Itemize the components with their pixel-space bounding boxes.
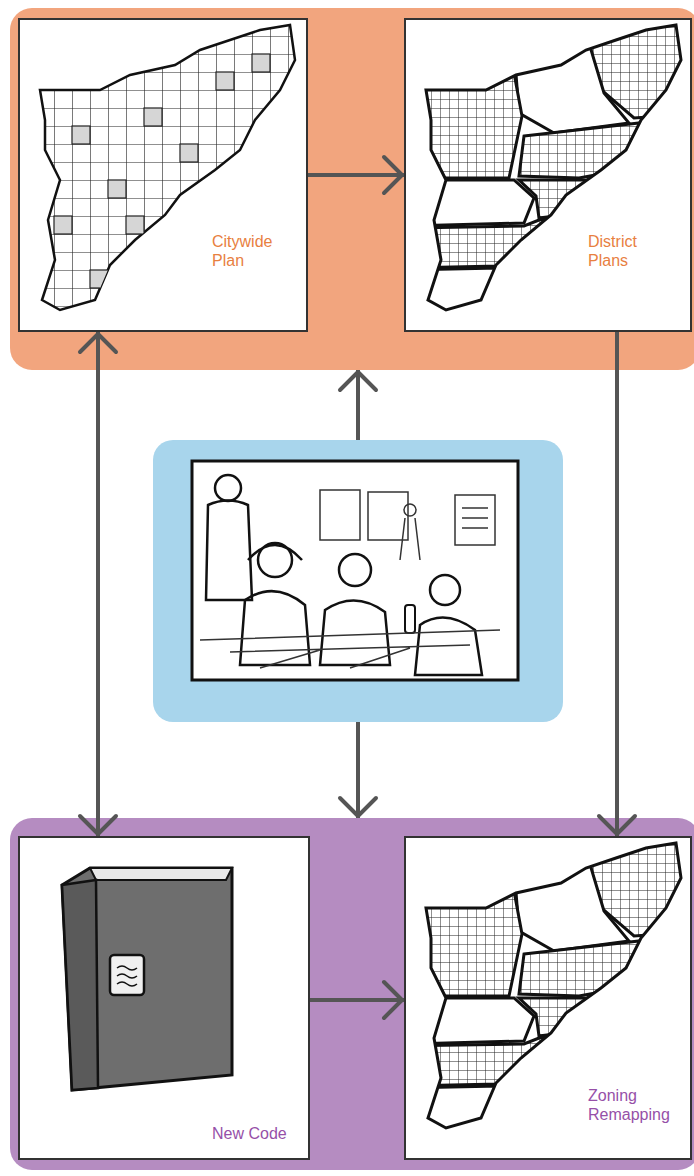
plan-box: Citywide Plan [18, 18, 308, 332]
arrow-head [340, 798, 376, 816]
code-book [62, 868, 232, 1090]
arrow-head [340, 372, 376, 390]
meeting-sketch [192, 461, 518, 680]
connector-line [308, 173, 404, 177]
zoning-box: Zoning Remapping [404, 836, 692, 1160]
connector-arrow [599, 332, 635, 836]
arrow-head [384, 157, 402, 193]
connector-line [356, 722, 360, 818]
zoning-map [404, 836, 694, 1146]
connector-line [615, 332, 619, 836]
box-label: New Code [212, 1124, 302, 1143]
engagement-box [153, 440, 563, 722]
box-label: District Plans [588, 232, 658, 270]
box-label: Citywide Plan [212, 232, 282, 270]
arrow-head [80, 334, 116, 352]
city-map [40, 25, 295, 310]
arrow-head [384, 982, 402, 1018]
arrow-head [599, 816, 635, 834]
arrow-head [80, 816, 116, 834]
connector-arrow [308, 157, 404, 193]
zoning-box: New Code [18, 836, 310, 1160]
connector-arrow [80, 332, 116, 836]
connector-line [356, 370, 360, 440]
connector-arrow [340, 722, 376, 818]
connector-line [96, 332, 100, 836]
connector-arrow [310, 982, 404, 1018]
connector-line [310, 998, 404, 1002]
zoning-band: New Code Zoning Remapping [10, 818, 694, 1170]
box-label: Zoning Remapping [588, 1086, 678, 1124]
district-map [404, 18, 694, 328]
plan-box: District Plans [404, 18, 692, 332]
plan-band: Citywide Plan District Plans [10, 8, 694, 370]
connector-arrow [340, 370, 376, 440]
